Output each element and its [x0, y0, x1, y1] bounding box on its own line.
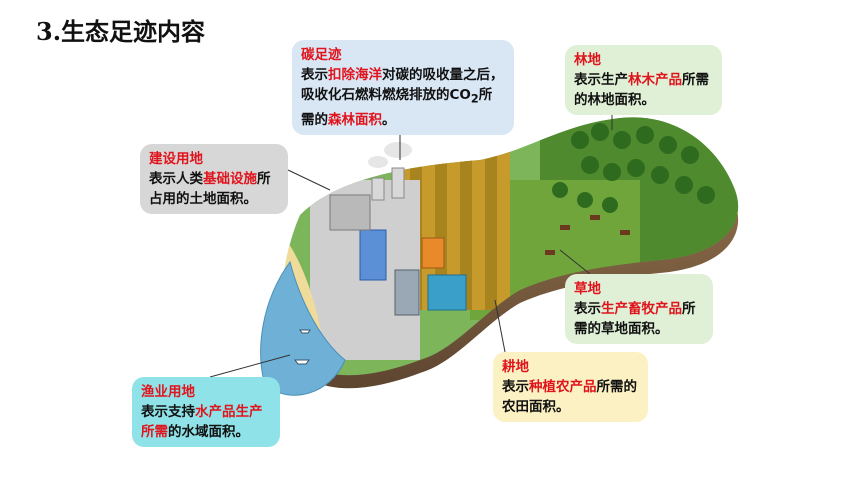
farm-text-1: 表示: [502, 379, 529, 395]
carbon-text-3: 所需的: [301, 87, 493, 128]
fishing-ground-text: 表示支持水产品生产所需的水域面积。: [141, 402, 271, 442]
built-up-land-heading: 建设用地: [149, 151, 203, 167]
farm-text-2: 所需的农田面积。: [502, 379, 637, 415]
grass-highlight: 生产畜牧产品: [601, 301, 682, 317]
forest-text-2: 所需的林地面积。: [574, 72, 709, 108]
build-text-1: 表示人类: [149, 171, 203, 187]
fish-highlight: 水产品生产所需: [141, 404, 263, 440]
water-area: [260, 260, 346, 396]
carbon-footprint-box: 碳足迹 表示扣除海洋对碳的吸收量之后，吸收化石燃料燃烧排放的CO2所需的森林面积…: [292, 40, 514, 135]
carbon-highlight-1: 扣除海洋: [328, 67, 382, 83]
buildings: [329, 142, 467, 316]
build-text-2: 所占用的土地面积。: [149, 171, 271, 207]
forest-land-box: 林地 表示生产林木产品所需的林地面积。: [565, 45, 722, 115]
grassland-text: 表示生产畜牧产品所需的草地面积。: [574, 299, 704, 339]
built-up-land-text: 表示人类基础设施所占用的土地面积。: [149, 169, 279, 209]
cattle: [545, 215, 630, 255]
carbon-footprint-heading: 碳足迹: [301, 47, 342, 63]
build-highlight: 基础设施: [203, 171, 257, 187]
forest-highlight: 林木产品: [628, 72, 682, 88]
carbon-text-4: 。: [382, 111, 396, 128]
leader-lines: [209, 110, 613, 378]
page-title: 3.生态足迹内容: [36, 17, 206, 46]
carbon-text-1: 表示: [301, 67, 328, 83]
cropland-heading: 耕地: [502, 359, 529, 375]
fish-text-1: 表示支持: [141, 404, 195, 420]
grass-text-1: 表示: [574, 301, 601, 317]
carbon-subscript: 2: [470, 92, 479, 106]
carbon-footprint-text: 表示扣除海洋对碳的吸收量之后，吸收化石燃料燃烧排放的CO2所需的森林面积。: [301, 65, 505, 130]
fishing-ground-heading: 渔业用地: [141, 384, 195, 400]
boats: [294, 329, 311, 365]
fish-text-2: 的水域面积。: [168, 424, 249, 440]
trees: [552, 123, 715, 213]
cropland-box: 耕地 表示种植农产品所需的农田面积。: [493, 352, 648, 422]
cropland-text: 表示种植农产品所需的农田面积。: [502, 377, 639, 417]
forest-text-1: 表示生产: [574, 72, 628, 88]
forest-land-heading: 林地: [574, 52, 601, 68]
grassland-box: 草地 表示生产畜牧产品所需的草地面积。: [565, 274, 713, 344]
farm-highlight: 种植农产品: [529, 379, 597, 395]
carbon-highlight-2: 森林面积: [328, 111, 382, 128]
grass-text-2: 所需的草地面积。: [574, 301, 696, 337]
built-up-land-box: 建设用地 表示人类基础设施所占用的土地面积。: [140, 144, 288, 214]
grassland-heading: 草地: [574, 281, 601, 297]
carbon-text-2: 对碳的吸收量之后，吸收化石燃料燃烧排放的CO: [301, 67, 504, 103]
fishing-ground-box: 渔业用地 表示支持水产品生产所需的水域面积。: [132, 377, 280, 447]
forest-land-text: 表示生产林木产品所需的林地面积。: [574, 70, 713, 110]
